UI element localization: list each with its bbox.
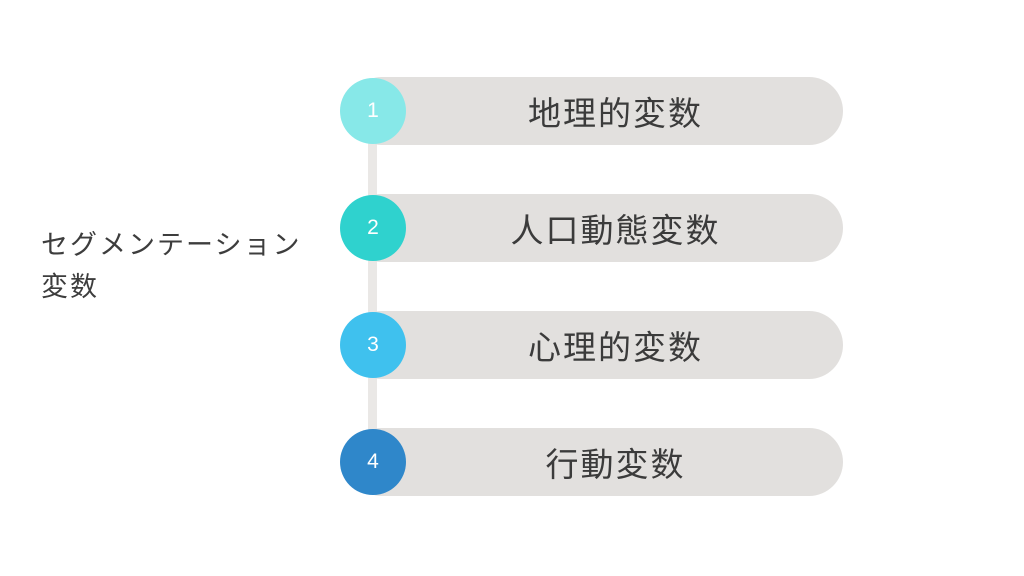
item-bar: 人口動態変数 bbox=[348, 194, 843, 262]
step-number: 1 bbox=[367, 99, 379, 122]
step-number: 2 bbox=[367, 216, 379, 239]
step-number: 3 bbox=[367, 333, 379, 356]
item-bar: 地理的変数 bbox=[348, 77, 843, 145]
item-bar: 心理的変数 bbox=[348, 311, 843, 379]
item-label: 行動変数 bbox=[545, 446, 686, 483]
vertical-connector-line bbox=[368, 111, 377, 462]
list-item-psychographic: 心理的変数 3 bbox=[340, 311, 843, 379]
item-bar: 行動変数 bbox=[348, 428, 843, 496]
diagram-title: セグメンテーション 変数 bbox=[41, 224, 301, 308]
list-item-geographic: 地理的変数 1 bbox=[340, 77, 843, 145]
item-label: 地理的変数 bbox=[528, 95, 703, 132]
diagram-title-line1: セグメンテーション bbox=[41, 230, 302, 260]
step-number: 4 bbox=[367, 450, 379, 473]
step-number-circle: 3 bbox=[340, 312, 406, 378]
step-number-circle: 2 bbox=[340, 195, 406, 261]
step-number-circle: 4 bbox=[340, 429, 406, 495]
item-label: 人口動態変数 bbox=[510, 212, 721, 249]
item-label: 心理的変数 bbox=[528, 329, 703, 366]
step-number-circle: 1 bbox=[340, 78, 406, 144]
list-item-behavioral: 行動変数 4 bbox=[340, 428, 843, 496]
list-item-demographic: 人口動態変数 2 bbox=[340, 194, 843, 262]
diagram-title-line2: 変数 bbox=[41, 272, 99, 302]
